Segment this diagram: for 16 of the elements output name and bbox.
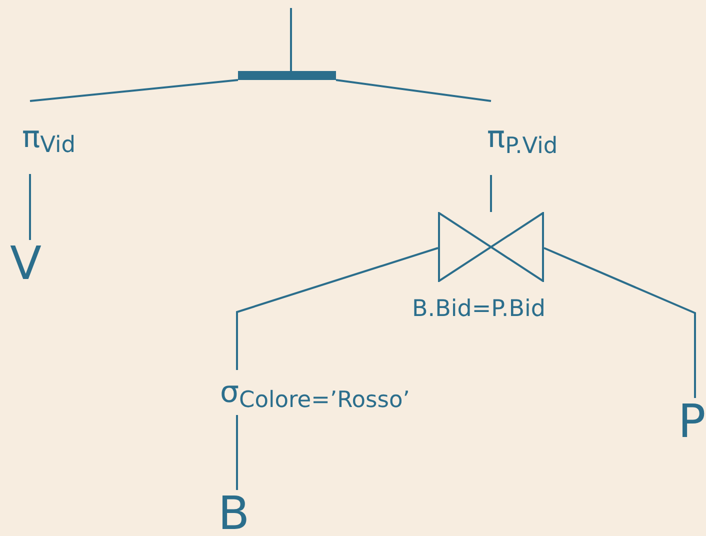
relation-name: B	[218, 490, 258, 536]
difference-bar	[238, 71, 336, 80]
tree-edge	[236, 247, 438, 370]
relation-name: P	[678, 398, 706, 448]
selection-operator: σ$_{Colore=’Rosso’}$	[220, 370, 460, 415]
tree-edge	[290, 8, 292, 71]
tree-edge	[544, 247, 696, 398]
tree-edge	[336, 79, 492, 102]
projection-operator: π$_{Vid}$	[22, 101, 102, 174]
tree-edge	[29, 174, 31, 240]
join-condition: B.Bid=P.Bid	[412, 298, 546, 321]
tree-edge	[236, 415, 238, 490]
tree-edge	[30, 79, 238, 102]
relation-name: V	[10, 240, 50, 296]
projection-operator: π$_{P.Vid}$	[487, 101, 587, 175]
tree-edge	[490, 175, 492, 212]
